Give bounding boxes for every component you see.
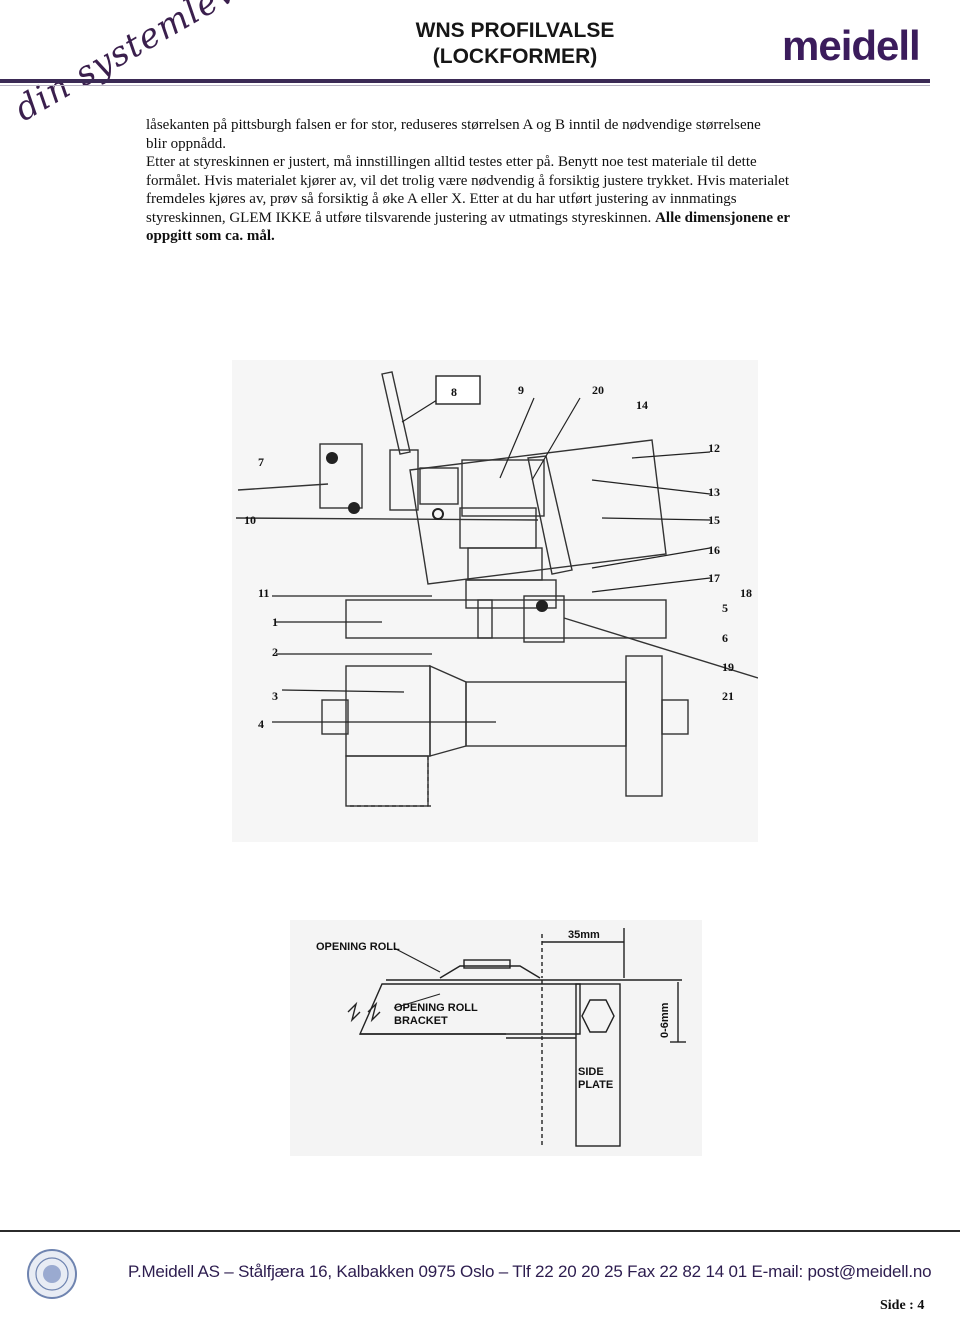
- label-3: 3: [272, 689, 278, 703]
- footer-rule: [0, 1230, 960, 1232]
- label-2: 2: [272, 645, 278, 659]
- label-17: 17: [708, 571, 720, 585]
- roll-housing: [461, 459, 545, 517]
- company-logo: meidell: [782, 22, 921, 69]
- label-20: 20: [592, 383, 604, 397]
- instruction-text: låsekanten på pittsburgh falsen er for s…: [146, 116, 814, 246]
- document-title: WNS PROFILVALSE (LOCKFORMER): [360, 18, 670, 70]
- label-18: 18: [740, 586, 752, 600]
- label-1: 1: [272, 615, 278, 629]
- main-shaft: [345, 599, 667, 639]
- opening-roll-label: OPENING ROLL: [316, 941, 400, 953]
- label-19: 19: [722, 660, 734, 674]
- label-11: 11: [258, 586, 269, 600]
- side-plate-label-1: SIDE: [578, 1066, 604, 1078]
- label-14: 14: [636, 398, 648, 412]
- tilted-plate: [409, 439, 667, 585]
- lever-handle: [381, 371, 411, 455]
- assembly-diagram: 8 9 20 14 7 12 13 10 15 16 17 11 18 1 5 …: [232, 360, 758, 842]
- guide-block-mid: [389, 449, 419, 511]
- label-7: 7: [258, 455, 264, 469]
- label-4: 4: [258, 717, 264, 731]
- bracket-label-2: BRACKET: [394, 1015, 448, 1027]
- label-9: 9: [518, 383, 524, 397]
- guide-block-left: [319, 443, 363, 509]
- hex-nut: [581, 999, 615, 1033]
- slogan: din systemleverandør: [8, 0, 369, 130]
- header-rule-thin: [0, 85, 930, 86]
- label-10: 10: [244, 513, 256, 527]
- page-number: Side : 4: [880, 1298, 925, 1313]
- text-paragraph: Etter at styreskinnen er justert, må inn…: [146, 153, 814, 246]
- footer-address: P.Meidell AS – Stålfjæra 16, Kalbakken 0…: [128, 1262, 932, 1281]
- label-8: 8: [451, 385, 457, 399]
- title-line-2: (LOCKFORMER): [432, 45, 598, 68]
- label-13: 13: [708, 485, 720, 499]
- side-plate: [575, 983, 621, 1147]
- text-line-2: blir oppnådd.: [146, 135, 226, 152]
- text-line-1: låsekanten på pittsburgh falsen er for s…: [146, 117, 761, 133]
- side-dimension-label: 0-6mm: [659, 1002, 671, 1038]
- mgf-seal-icon: [27, 1249, 77, 1299]
- label-6: 6: [722, 631, 728, 645]
- label-15: 15: [708, 513, 720, 527]
- side-plate-label-2: PLATE: [578, 1079, 613, 1091]
- opening-roll-diagram: OPENING ROLL 35mm OPENING ROLL BRACKET S…: [290, 920, 702, 1156]
- dimension-label: 35mm: [568, 929, 600, 941]
- label-21: 21: [722, 689, 734, 703]
- title-line-1: WNS PROFILVALSE: [415, 19, 615, 42]
- paragraph-bold: Alle dimensjonene er oppgitt som ca. mål…: [146, 209, 790, 245]
- bracket-label-1: OPENING ROLL: [394, 1002, 478, 1014]
- label-12: 12: [708, 441, 720, 455]
- paragraph-text: Etter at styreskinnen er justert, må inn…: [146, 154, 790, 226]
- label-16: 16: [708, 543, 720, 557]
- header-rule: [0, 79, 930, 83]
- label-5: 5: [722, 601, 728, 615]
